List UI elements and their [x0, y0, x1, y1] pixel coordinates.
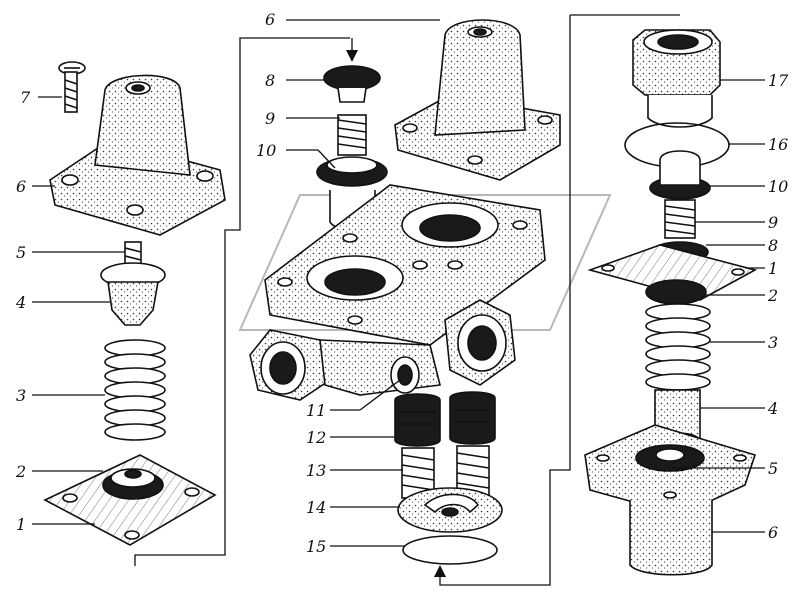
callout-12-center: 12 [306, 428, 326, 447]
o-ring-part [402, 535, 498, 565]
callout-1-left: 1 [16, 515, 26, 534]
group-bracket-right [439, 14, 680, 586]
callout-15-center: 15 [306, 537, 326, 556]
callout-8-right: 8 [768, 236, 778, 255]
spring-part-center [337, 114, 367, 156]
gasket-part-left [43, 454, 217, 546]
callout-14-center: 14 [306, 498, 326, 517]
callout-labels-center: 6 8 9 10 11 12 13 14 15 [256, 10, 326, 556]
callout-4-right: 4 [767, 399, 778, 418]
callout-5-right: 5 [768, 459, 778, 478]
leader-lines [32, 19, 765, 547]
callout-1-right: 1 [768, 259, 778, 278]
callout-10-right: 10 [768, 177, 788, 196]
valve-seat-part-right [649, 150, 711, 200]
callout-2-left: 2 [15, 462, 26, 481]
callout-3-right: 3 [768, 333, 778, 352]
callout-10-center: 10 [256, 141, 276, 160]
callout-8-center: 8 [265, 71, 275, 90]
spring-part-right [645, 303, 711, 391]
callout-5-left: 5 [16, 243, 26, 262]
callout-4-left: 4 [15, 293, 26, 312]
valve-cap-part [323, 65, 381, 103]
seal-part-right [645, 279, 707, 305]
valve-part-left [100, 262, 166, 326]
callout-3-left: 3 [16, 386, 26, 405]
group-bracket-left [134, 37, 350, 566]
valve-seals-pair [394, 391, 496, 447]
cover-part-center [394, 19, 561, 181]
center-parts [134, 14, 680, 586]
spring-part-right-small [664, 199, 696, 239]
callout-6-right: 6 [768, 523, 778, 542]
left-column-parts [43, 61, 226, 546]
callout-7-left: 7 [20, 88, 31, 107]
right-column-parts [584, 29, 758, 576]
valve-plate-part [397, 487, 503, 533]
nut-part [632, 29, 721, 128]
valve-body [249, 184, 546, 401]
callout-2-right: 2 [767, 286, 778, 305]
callout-9-right: 9 [768, 213, 778, 232]
spring-part-left [104, 339, 166, 441]
callout-6-left: 6 [16, 177, 26, 196]
callout-labels-left: 7 6 5 4 3 2 1 [15, 88, 31, 534]
callout-labels-right: 17 16 10 9 8 1 2 3 4 5 6 [767, 71, 789, 542]
cover-part-left [49, 74, 226, 236]
callout-17-right: 17 [768, 71, 789, 90]
bolt-part [58, 61, 86, 113]
callout-9-center: 9 [265, 109, 275, 128]
lower-housing-part [584, 424, 757, 576]
callout-11-center: 11 [306, 401, 326, 420]
callout-16-right: 16 [768, 135, 788, 154]
callout-6-center: 6 [265, 10, 275, 29]
callout-13-center: 13 [306, 461, 326, 480]
